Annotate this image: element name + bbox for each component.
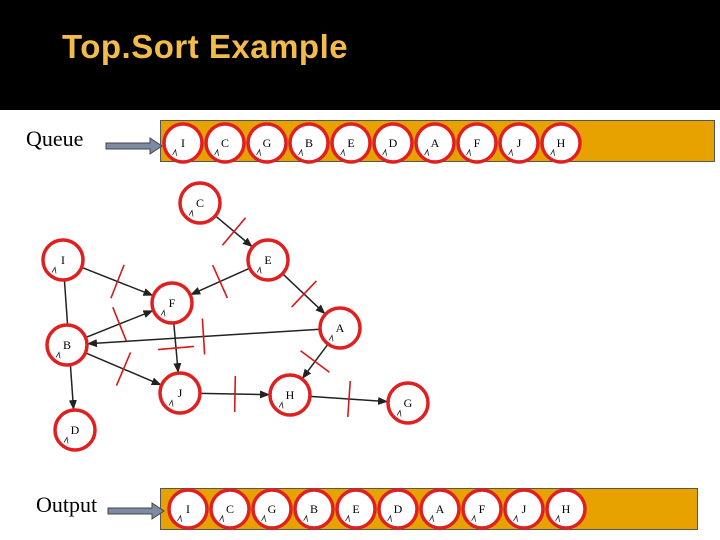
graph-node-B: B [45, 323, 89, 367]
output-item-I: I [167, 488, 209, 530]
output-item-D-label: D [394, 502, 403, 516]
queue-item-C-label: C [221, 136, 229, 150]
edge-removed-mark [201, 318, 206, 355]
output-item-G-label: G [268, 502, 277, 516]
graph-node-A-label: A [336, 321, 345, 335]
graph-node-J: J [158, 371, 202, 415]
graph-node-C: C [178, 181, 222, 225]
queue-item-F: F [456, 122, 498, 164]
output-item-I-label: I [186, 502, 190, 516]
output-item-D: D [377, 488, 419, 530]
queue-item-I: I [162, 122, 204, 164]
output-item-A-label: A [436, 502, 445, 516]
output-item-E-label: E [352, 502, 359, 516]
output-item-H-label: H [562, 502, 571, 516]
graph-node-J-label: J [178, 386, 183, 400]
queue-item-H: H [540, 122, 582, 164]
graph-node-F: F [150, 281, 194, 325]
queue-item-E: E [330, 122, 372, 164]
edge-removed-mark [291, 280, 317, 308]
output-item-H: H [545, 488, 587, 530]
queue-label: Queue [26, 126, 84, 151]
graph-node-D-label: D [71, 423, 80, 437]
edge-removed-mark [110, 264, 125, 299]
output-item-B-label: B [310, 502, 318, 516]
queue-item-G: G [246, 122, 288, 164]
graph-node-E: E [246, 238, 290, 282]
queue-item-D: D [372, 122, 414, 164]
output-item-J-label: J [522, 502, 527, 516]
graph-node-A: A [318, 306, 362, 350]
graph-node-G: G [386, 381, 430, 425]
output-item-G: G [251, 488, 293, 530]
graph-node-I-label: I [61, 253, 65, 267]
output-item-C-label: C [226, 502, 234, 516]
output-item-F: F [461, 488, 503, 530]
graph-node-C-label: C [196, 196, 204, 210]
edge-removed-mark [211, 264, 229, 299]
graph-node-B-label: B [63, 338, 71, 352]
output-item-F-label: F [479, 502, 486, 516]
queue-item-B-label: B [305, 136, 313, 150]
edge-removed-mark [112, 306, 127, 342]
queue-item-E-label: E [347, 136, 354, 150]
queue-item-I-label: I [181, 136, 185, 150]
edge-removed-mark [115, 352, 132, 386]
graph-node-H: H [268, 373, 312, 417]
queue-item-A: A [414, 122, 456, 164]
queue-item-A-label: A [431, 136, 440, 150]
edge-removed-mark [346, 380, 352, 418]
output-item-C: C [209, 488, 251, 530]
queue-item-H-label: H [557, 136, 566, 150]
edge-removed-mark [233, 375, 237, 413]
output-item-B: B [293, 488, 335, 530]
graph-node-F-label: F [169, 296, 176, 310]
graph-node-H-label: H [286, 388, 295, 402]
graph-node-G-label: G [404, 396, 413, 410]
queue-item-C: C [204, 122, 246, 164]
queue-item-D-label: D [389, 136, 398, 150]
output-item-J: J [503, 488, 545, 530]
output-arrow-icon [107, 502, 165, 520]
title-bar [0, 0, 720, 110]
edge-removed-mark [221, 217, 247, 246]
output-item-A: A [419, 488, 461, 530]
graph-node-E-label: E [264, 253, 271, 267]
graph-node-I: I [41, 238, 85, 282]
queue-item-J-label: J [517, 136, 522, 150]
queue-item-F-label: F [474, 136, 481, 150]
graph-node-D: D [53, 408, 97, 452]
edge-removed-mark [157, 345, 195, 351]
queue-item-G-label: G [263, 136, 272, 150]
edge-removed-mark [300, 350, 330, 373]
output-label: Output [36, 492, 98, 517]
queue-item-B: B [288, 122, 330, 164]
queue-arrow-icon [105, 137, 163, 155]
output-item-E: E [335, 488, 377, 530]
page-title: Top.Sort Example [62, 28, 349, 65]
queue-item-J: J [498, 122, 540, 164]
